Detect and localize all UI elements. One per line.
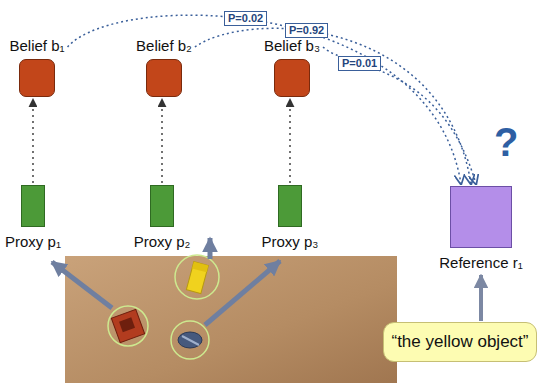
perception-arrow bbox=[52, 262, 112, 308]
connector bbox=[323, 47, 476, 184]
detection-circle bbox=[175, 255, 219, 299]
belief-box bbox=[19, 59, 55, 97]
reference-node: Reference r₁ bbox=[439, 186, 522, 272]
utterance-box: “the yellow object” bbox=[383, 322, 537, 362]
belief-box bbox=[274, 59, 310, 97]
question-mark: ? bbox=[494, 120, 518, 164]
node-label: Belief b₁ bbox=[9, 37, 64, 55]
connector bbox=[32, 99, 34, 183]
blue-object bbox=[178, 332, 202, 348]
probability-label: P=0.02 bbox=[224, 11, 267, 26]
probability-label: P=0.01 bbox=[338, 56, 381, 71]
node-label: Reference r₁ bbox=[439, 254, 522, 272]
belief-box bbox=[146, 59, 182, 97]
proxy-box bbox=[21, 185, 45, 227]
proxy-box bbox=[150, 185, 174, 227]
node-label: Belief b₃ bbox=[264, 37, 320, 55]
connector bbox=[68, 15, 461, 184]
detection-circle bbox=[108, 306, 148, 346]
proxy-node: Proxy p₂ bbox=[134, 185, 191, 251]
proxy-node: Proxy p₁ bbox=[5, 185, 61, 251]
connector bbox=[195, 28, 471, 184]
node-label: Belief b₂ bbox=[136, 37, 192, 55]
probability-label: P=0.92 bbox=[285, 23, 328, 38]
reference-box bbox=[450, 186, 512, 248]
belief-node: Belief b₂ bbox=[136, 37, 192, 97]
red-object bbox=[111, 309, 144, 342]
perception-arrow bbox=[208, 238, 213, 259]
belief-node: Belief b₃ bbox=[264, 37, 320, 97]
proxy-node: Proxy p₃ bbox=[262, 185, 319, 251]
perception-arrow bbox=[205, 261, 280, 325]
proxy-box bbox=[278, 185, 302, 227]
belief-node: Belief b₁ bbox=[9, 37, 64, 97]
connector bbox=[289, 99, 291, 183]
node-label: “the yellow object” bbox=[391, 332, 528, 352]
node-label: Proxy p₂ bbox=[134, 233, 191, 251]
connector bbox=[161, 99, 163, 183]
tabletop bbox=[65, 256, 397, 383]
node-label: Proxy p₃ bbox=[262, 233, 319, 251]
node-label: Proxy p₁ bbox=[5, 233, 61, 251]
connector bbox=[479, 275, 483, 321]
yellow-object bbox=[186, 262, 208, 294]
detection-circle bbox=[171, 321, 209, 359]
